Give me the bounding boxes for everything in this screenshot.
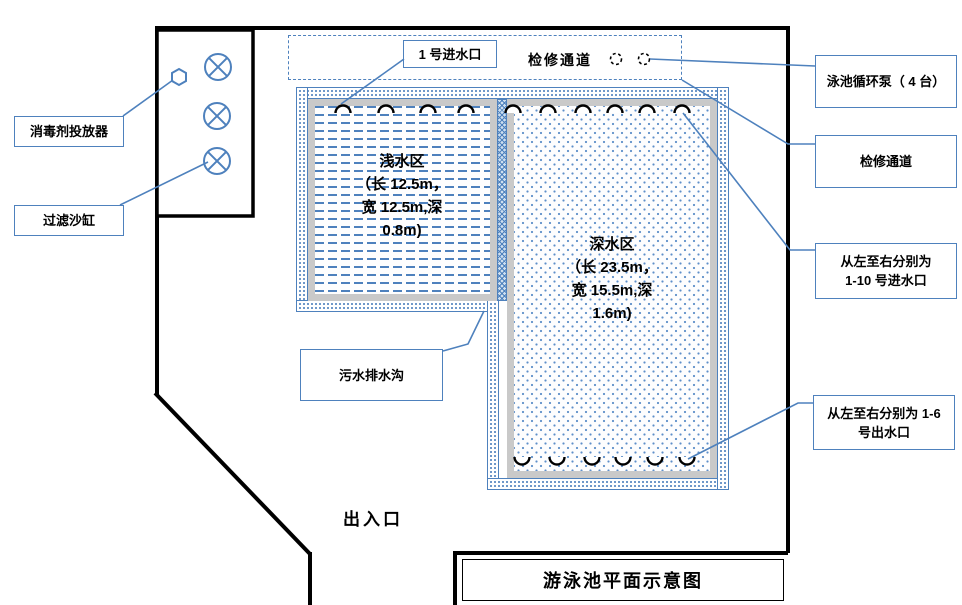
circled-x-icon xyxy=(204,53,232,81)
deep-zone-label: 深水区 （长 23.5m， 宽 15.5m,深 1.6m) xyxy=(566,236,658,322)
inlets-label-box: 从左至右分别为 1-10 号进水口 xyxy=(815,243,957,299)
inlet-no1-label-box: 1 号进水口 xyxy=(403,40,497,68)
outlets-label-box: 从左至右分别为 1-6 号出水口 xyxy=(813,395,955,450)
deep-pool xyxy=(507,99,717,478)
equipment-symbols xyxy=(171,53,232,175)
drain-band-right xyxy=(717,87,729,490)
drain-band-bottom xyxy=(487,478,729,490)
corridor-top-text: 检修通道 xyxy=(528,52,592,68)
leader-disinfectant xyxy=(122,79,174,117)
equipment-room xyxy=(155,28,255,218)
drain-band-deep-left xyxy=(487,300,499,490)
shallow-water-pattern xyxy=(315,106,490,294)
entrance-label: 出入口 xyxy=(343,510,403,529)
hexagon-valve-icon xyxy=(171,67,187,87)
corridor-label-box: 检修通道 xyxy=(815,135,957,188)
leader-filter-tank xyxy=(119,161,209,206)
wall-diagonal xyxy=(153,391,312,556)
pump-label-box: 泳池循环泵（ 4 台） xyxy=(815,55,957,108)
drain-label-box: 污水排水沟 xyxy=(300,349,443,401)
circled-x-icon xyxy=(203,147,231,175)
leader-drain xyxy=(442,310,485,352)
drain-band-shallow-bottom xyxy=(296,300,498,312)
diagram-title-box: 游泳池平面示意图 xyxy=(462,559,784,601)
drain-band-left xyxy=(296,87,308,312)
maintenance-corridor-strip xyxy=(288,35,682,80)
filter-tank-label-box: 过滤沙缸 xyxy=(14,205,124,236)
zone-divider xyxy=(497,99,507,301)
circled-x-icon xyxy=(203,102,231,130)
drain-band-top xyxy=(296,87,729,99)
diagram-title: 游泳池平面示意图 xyxy=(543,571,703,591)
deep-water-pattern xyxy=(514,106,710,471)
shallow-zone-label: 浅水区 （长 12.5m， 宽 12.5m,深 0.8m) xyxy=(356,153,448,239)
shallow-pool xyxy=(308,99,497,301)
disinfectant-label-box: 消毒剂投放器 xyxy=(14,116,124,147)
